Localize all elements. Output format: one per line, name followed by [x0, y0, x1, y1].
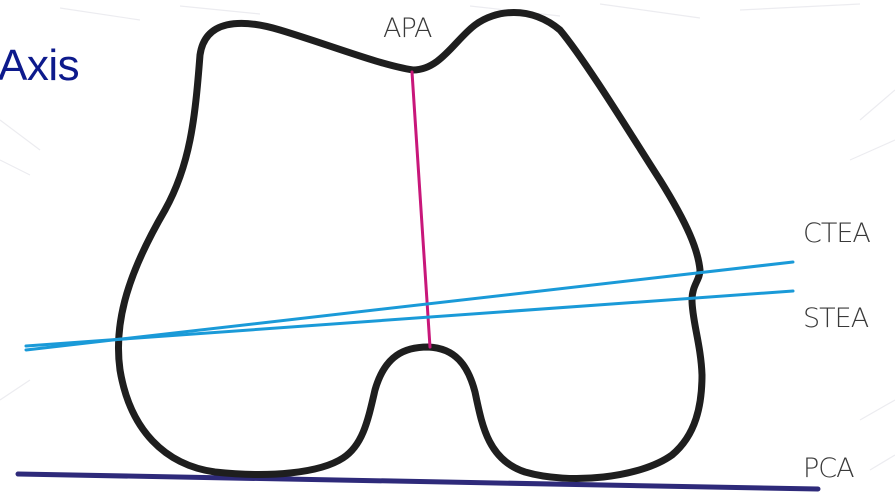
apa-line: [410, 70, 432, 349]
slide-title: Axis: [0, 41, 80, 90]
stea-line: [24, 289, 795, 348]
femur-outline: [114, 9, 706, 482]
pca-line: [15, 471, 821, 492]
apa-label: APA: [383, 13, 432, 44]
stea-label: STEA: [803, 303, 869, 334]
ctea-label: CTEA: [803, 218, 871, 249]
pca-label: PCA: [803, 453, 855, 484]
